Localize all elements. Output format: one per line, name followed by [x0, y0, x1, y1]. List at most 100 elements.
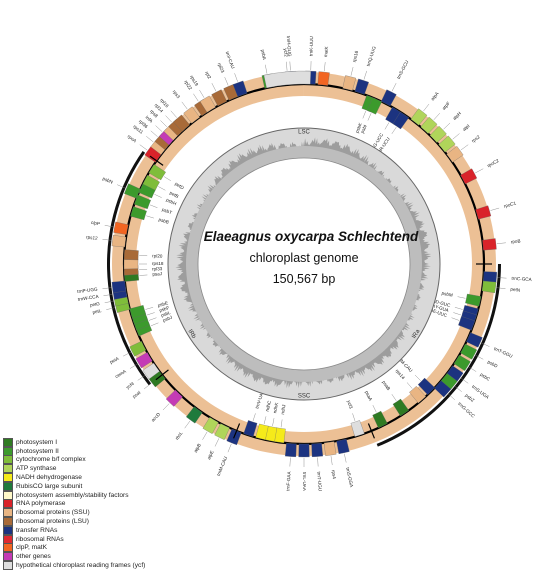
legend-label: NADH dehydrogenase: [16, 474, 82, 481]
gene-leader: [455, 307, 463, 309]
gene-label: psbM: [441, 291, 453, 298]
gene-leader: [193, 94, 198, 102]
gene-block: [482, 238, 496, 250]
gene-label: rpoC2: [486, 158, 500, 168]
gene-label: accD: [150, 411, 161, 422]
gene-leader: [324, 62, 325, 71]
gene-leader: [144, 383, 151, 389]
gene-leader: [392, 127, 396, 134]
legend-item: ribosomal proteins (SSU): [3, 508, 203, 517]
gene-leader: [392, 394, 396, 401]
gene-label: ndhJ: [280, 404, 286, 415]
gene-leader: [171, 111, 177, 118]
gene-leader: [225, 77, 229, 85]
gene-leader: [423, 104, 429, 111]
gene-label: psbH: [165, 197, 177, 206]
gene-leader: [458, 297, 466, 299]
legend-swatch: [3, 447, 13, 456]
gene-leader: [364, 71, 367, 80]
legend-label: ATP synthase: [16, 465, 56, 472]
gene-leader: [154, 194, 161, 197]
gene-leader: [156, 126, 163, 132]
gene-leader: [228, 444, 231, 452]
genome-length: 150,567 bp: [273, 272, 336, 286]
legend-item: photosystem assembly/stability factors: [3, 491, 203, 500]
gene-block: [124, 259, 138, 269]
gene-leader: [146, 216, 154, 218]
legend-item: photosystem II: [3, 447, 203, 456]
gene-label: rpoB: [511, 238, 521, 244]
legend-item: photosystem I: [3, 438, 203, 447]
gene-leader: [353, 413, 355, 421]
gene-label: psaB: [381, 380, 391, 391]
legend-swatch: [3, 535, 13, 544]
gene-label: cemA: [114, 368, 127, 379]
gene-block: [112, 281, 126, 293]
gene-leader: [147, 313, 155, 315]
gene-leader: [265, 65, 267, 74]
gene-block: [482, 281, 496, 293]
species-name: Elaeagnus oxycarpa Schlechtend: [204, 229, 419, 244]
gene-leader: [235, 73, 238, 81]
gene-label: trnS-GGA: [345, 467, 354, 489]
gene-label: psaA: [364, 390, 373, 402]
gene-leader: [164, 177, 171, 181]
gene-leader: [151, 323, 158, 326]
legend-item: ATP synthase: [3, 464, 203, 473]
legend-item: clpP, matK: [3, 544, 203, 553]
gene-leader: [290, 61, 291, 70]
gene-label: rpl20: [152, 253, 163, 259]
legend-swatch: [3, 455, 13, 464]
gene-label: ycf4: [125, 381, 135, 390]
gene-leader: [264, 416, 266, 424]
gene-label: petD: [174, 181, 185, 191]
gene-leader: [331, 456, 332, 465]
gene-leader: [166, 116, 172, 123]
gene-leader: [318, 458, 319, 467]
gene-label: atpI: [462, 123, 471, 132]
gene-leader: [407, 382, 412, 388]
gene-label: petL: [92, 308, 102, 315]
legend-label: photosystem II: [16, 448, 59, 455]
gene-label: rps18: [152, 261, 164, 266]
gene-leader: [212, 83, 216, 91]
legend-item: cytochrome b/f complex: [3, 456, 203, 465]
gene-leader: [453, 313, 461, 315]
gene-block: [112, 235, 126, 247]
gene-leader: [145, 307, 153, 309]
legend-swatch: [3, 517, 13, 526]
gene-leader: [140, 145, 147, 150]
gene-leader: [363, 111, 366, 118]
gene-label: rps3: [172, 89, 182, 100]
gene-leader: [351, 67, 353, 76]
gene-label: clpP: [91, 220, 101, 227]
gene-leader: [490, 208, 499, 210]
legend-label: cytochrome b/f complex: [16, 456, 86, 463]
gene-label: trnQ-UUG: [366, 45, 377, 67]
gene-label: petA: [109, 356, 121, 365]
gene-leader: [497, 243, 506, 244]
gene-leader: [185, 421, 190, 428]
gene-block: [285, 443, 296, 457]
legend-item: ribosomal proteins (LSU): [3, 517, 203, 526]
gene-block: [299, 444, 310, 457]
legend-item: hypothetical chloroplast reading frames …: [3, 561, 203, 570]
legend-item: RNA polymerase: [3, 500, 203, 509]
gene-label: trnP-UGG: [77, 287, 98, 295]
gene-leader: [182, 102, 187, 109]
gene-label: trnT-GGU: [493, 346, 513, 359]
gene-leader: [158, 187, 165, 191]
gene-leader: [452, 318, 460, 321]
legend-swatch: [3, 438, 13, 447]
gene-leader: [139, 275, 147, 276]
gene-label: psbC: [479, 372, 491, 382]
gene-label: rpl2: [204, 71, 212, 80]
gene-label: trnI-CAU: [225, 51, 236, 70]
legend-label: hypothetical chloroplast reading frames …: [16, 562, 145, 569]
gene-leader: [160, 120, 166, 126]
gene-leader: [385, 123, 389, 130]
region-label: LSC: [298, 130, 310, 136]
gene-leader: [290, 458, 291, 467]
gene-leader: [344, 454, 346, 463]
gene-label: rpl33: [152, 266, 163, 271]
